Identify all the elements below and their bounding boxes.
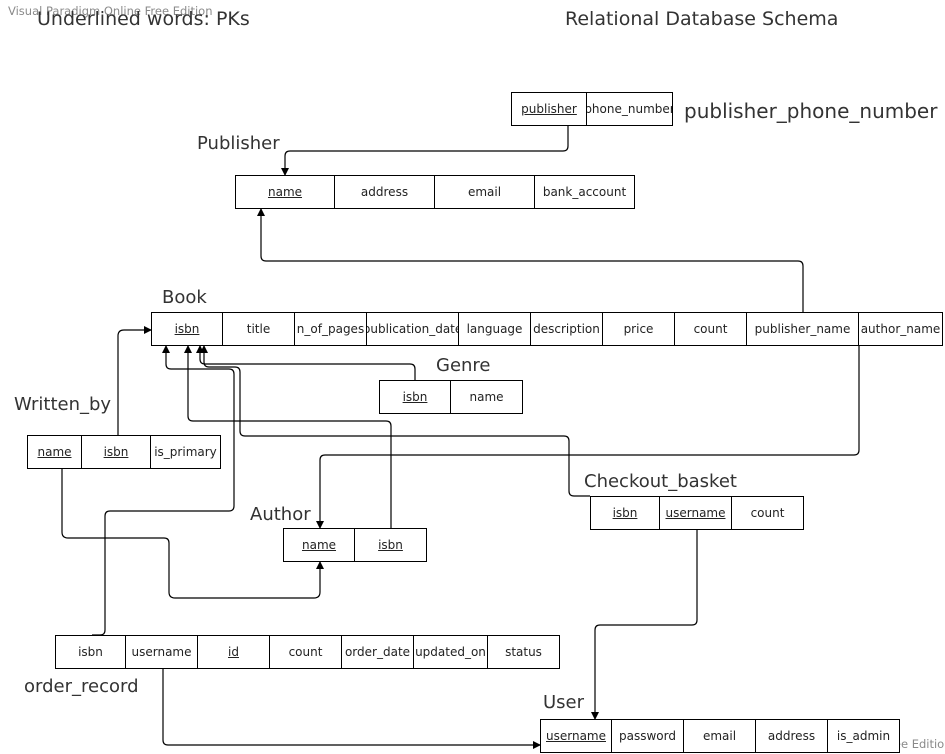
column-status[interactable]: status — [487, 635, 560, 669]
watermark-top: Visual Paradigm Online Free Edition — [8, 4, 213, 18]
fk-line-book-to-publisher — [257, 208, 804, 312]
column-price[interactable]: price — [602, 312, 675, 346]
column-count[interactable]: count — [674, 312, 747, 346]
column-id[interactable]: id — [197, 635, 270, 669]
column-password[interactable]: password — [611, 719, 684, 753]
column-language[interactable]: language — [458, 312, 531, 346]
fk-line-author-to-book — [184, 345, 392, 528]
column-name[interactable]: name — [27, 435, 82, 469]
column-n-of-pages[interactable]: n_of_pages — [294, 312, 367, 346]
column-email[interactable]: email — [683, 719, 756, 753]
fk-line-order-to-user — [162, 669, 541, 749]
column-username[interactable]: username — [540, 719, 612, 753]
table-label-order-record: order_record — [24, 676, 139, 697]
column-publication-date[interactable]: publication_date — [366, 312, 459, 346]
column-isbn[interactable]: isbn — [354, 528, 427, 562]
column-description[interactable]: description — [530, 312, 603, 346]
table-label-publisher: Publisher — [197, 133, 280, 154]
column-bank-account[interactable]: bank_account — [534, 175, 635, 209]
column-order-date[interactable]: order_date — [341, 635, 414, 669]
fk-line-basket-to-book — [200, 345, 590, 497]
column-address[interactable]: address — [755, 719, 828, 753]
fk-line-phone-to-publisher — [281, 126, 569, 176]
table-label-book: Book — [162, 287, 207, 308]
fk-line-basket-to-user — [591, 530, 698, 720]
table-label-written-by: Written_by — [14, 394, 112, 415]
table-label-genre: Genre — [436, 355, 491, 376]
column-publisher-name[interactable]: publisher_name — [746, 312, 859, 346]
column-author-name[interactable]: author_name — [858, 312, 943, 346]
table-label-user: User — [543, 692, 585, 713]
column-count[interactable]: count — [731, 496, 804, 530]
fk-line-order-to-book — [92, 345, 235, 636]
fk-line-writtenby-to-author — [61, 469, 324, 599]
column-username[interactable]: username — [659, 496, 732, 530]
column-publisher[interactable]: publisher — [511, 92, 587, 126]
column-name[interactable]: name — [450, 380, 523, 414]
column-is-primary[interactable]: is_primary — [150, 435, 221, 469]
table-label-publisher-phone-number: publisher_phone_number — [684, 99, 938, 123]
column-updated-on[interactable]: updated_on — [413, 635, 488, 669]
pk-legend: Underlined words: PKs — [37, 8, 250, 30]
fk-line-writtenby-to-book — [117, 326, 152, 435]
fk-line-genre-to-book — [196, 345, 416, 380]
table-label-author: Author — [250, 504, 311, 525]
column-username[interactable]: username — [125, 635, 198, 669]
column-phone-number[interactable]: phone_number — [586, 92, 673, 126]
column-isbn[interactable]: isbn — [151, 312, 223, 346]
table-label-checkout-basket: Checkout_basket — [584, 471, 737, 492]
column-is-admin[interactable]: is_admin — [827, 719, 900, 753]
fk-line-book-to-author — [316, 346, 860, 529]
diagram-title: Relational Database Schema — [565, 8, 839, 30]
column-count[interactable]: count — [269, 635, 342, 669]
column-isbn[interactable]: isbn — [379, 380, 451, 414]
column-title[interactable]: title — [222, 312, 295, 346]
column-isbn[interactable]: isbn — [81, 435, 151, 469]
column-isbn[interactable]: isbn — [55, 635, 126, 669]
column-email[interactable]: email — [434, 175, 535, 209]
